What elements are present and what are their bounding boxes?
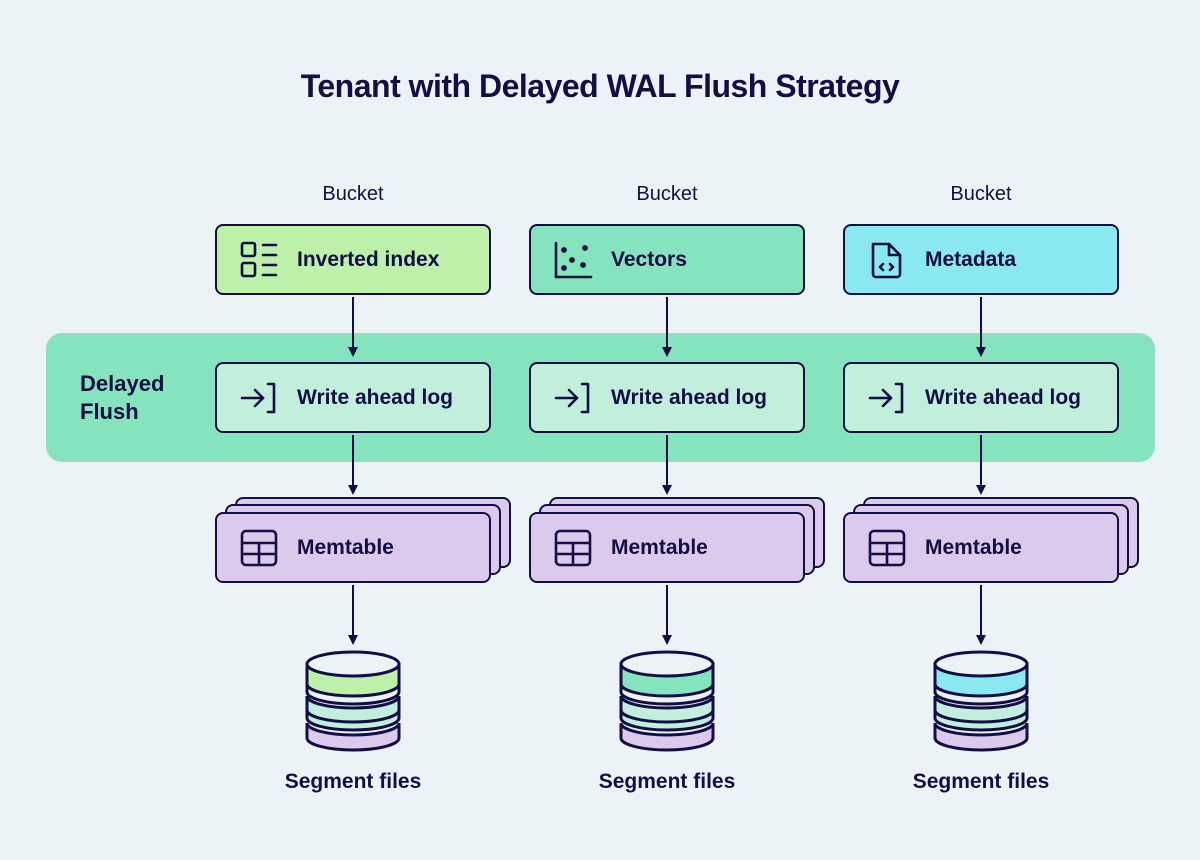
bucket-label: Bucket [950,183,1012,205]
code-file-icon [865,238,909,282]
memtable-box[interactable]: Memtable [215,512,491,583]
memtable-box[interactable]: Memtable [843,512,1119,583]
arrow-down-icon [662,585,672,645]
arrow-down-icon [348,585,358,645]
arrow-down-icon [976,435,986,495]
write-ahead-log-box[interactable]: Write ahead log [529,362,805,433]
bucket-box-label: Inverted index [297,247,440,271]
arrow-down-icon [662,435,672,495]
delayed-flush-label: Delayed Flush [80,370,164,426]
memtable-box[interactable]: Memtable [529,512,805,583]
log-in-icon [551,376,595,420]
write-ahead-log-label: Write ahead log [611,385,767,409]
log-in-icon [865,376,909,420]
write-ahead-log-box[interactable]: Write ahead log [843,362,1119,433]
database-icon [933,650,1029,752]
table-icon [865,526,909,570]
database-icon [619,650,715,752]
log-in-icon [237,376,281,420]
segment-files-label: Segment files [284,770,422,793]
memtable-label: Memtable [297,535,394,559]
band-label-line1: Delayed [80,371,165,396]
bucket-box-metadata[interactable]: Metadata [843,224,1119,295]
arrow-down-icon [348,297,358,357]
memtable-label: Memtable [925,535,1022,559]
arrow-down-icon [976,297,986,357]
bucket-label: Bucket [636,183,698,205]
segment-files-label: Segment files [598,770,736,793]
write-ahead-log-box[interactable]: Write ahead log [215,362,491,433]
write-ahead-log-label: Write ahead log [925,385,1081,409]
arrow-down-icon [348,435,358,495]
list-icon [237,238,281,282]
bucket-box-label: Vectors [611,247,687,271]
write-ahead-log-label: Write ahead log [297,385,453,409]
band-label-line2: Flush [80,399,139,424]
arrow-down-icon [976,585,986,645]
arrow-down-icon [662,297,672,357]
bucket-box-vectors[interactable]: Vectors [529,224,805,295]
bucket-box-inverted-index[interactable]: Inverted index [215,224,491,295]
diagram-title: Tenant with Delayed WAL Flush Strategy [300,68,900,104]
bucket-box-label: Metadata [925,247,1017,271]
scatter-plot-icon [551,238,595,282]
database-icon [305,650,401,752]
memtable-label: Memtable [611,535,708,559]
table-icon [551,526,595,570]
bucket-label: Bucket [322,183,384,205]
table-icon [237,526,281,570]
segment-files-label: Segment files [912,770,1050,793]
